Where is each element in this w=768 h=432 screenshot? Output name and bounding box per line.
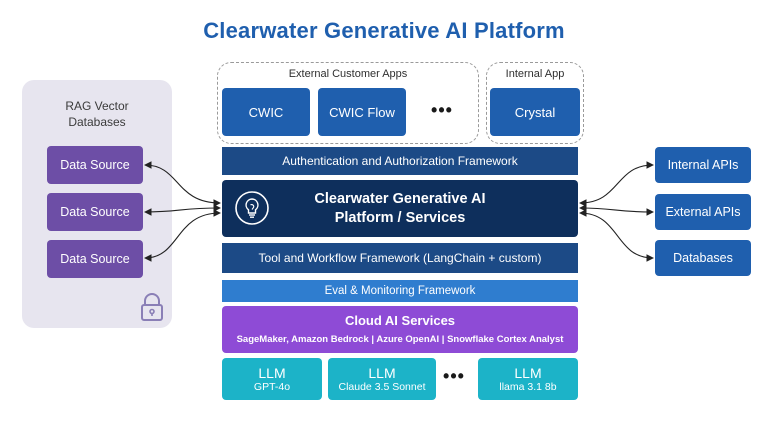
- llm-gpt-4o: LLM GPT-4o: [222, 358, 322, 400]
- rag-title-line1: RAG Vector: [65, 99, 129, 113]
- data-source-1[interactable]: Data Source: [47, 146, 143, 184]
- llm-model: Claude 3.5 Sonnet: [338, 380, 426, 393]
- llm-model: GPT-4o: [253, 380, 291, 393]
- external-apis[interactable]: External APIs: [655, 194, 751, 230]
- cloud-ai-services-providers: SageMaker, Amazon Bedrock | Azure OpenAI…: [236, 334, 564, 345]
- app-cwic-flow[interactable]: CWIC Flow: [318, 88, 406, 136]
- internal-app-label: Internal App: [505, 68, 565, 80]
- llm-title: LLM: [514, 364, 542, 381]
- llm-title: LLM: [258, 364, 286, 381]
- internal-apis[interactable]: Internal APIs: [655, 147, 751, 183]
- app-cwic[interactable]: CWIC: [222, 88, 310, 136]
- cloud-ai-services: [222, 306, 578, 353]
- llm-title: LLM: [368, 364, 396, 381]
- external-apps-group: [217, 62, 479, 144]
- internal-app-group: [486, 62, 584, 144]
- data-source-3[interactable]: Data Source: [47, 240, 143, 278]
- rag-title-line2: Databases: [68, 115, 126, 129]
- rag-panel-title: RAG Vector Databases: [22, 98, 172, 130]
- page-title: Clearwater Generative AI Platform: [203, 18, 565, 43]
- core-platform: Clearwater Generative AI Platform / Serv…: [222, 180, 578, 237]
- core-platform-line1: Clearwater Generative AI: [314, 190, 486, 207]
- cloud-ai-services-title: Cloud AI Services: [344, 313, 456, 328]
- llm-claude: LLM Claude 3.5 Sonnet: [328, 358, 436, 400]
- llm-llama: LLM llama 3.1 8b: [478, 358, 578, 400]
- core-platform-line2: Platform / Services: [334, 209, 466, 226]
- data-source-2[interactable]: Data Source: [47, 193, 143, 231]
- more-llms-ellipsis: •••: [443, 366, 465, 386]
- tool-workflow-framework: Tool and Workflow Framework (LangChain +…: [222, 243, 578, 273]
- eval-monitoring-framework: Eval & Monitoring Framework: [222, 280, 578, 302]
- auth-framework: Authentication and Authorization Framewo…: [222, 147, 578, 175]
- llm-model: llama 3.1 8b: [499, 380, 557, 393]
- more-apps-ellipsis: •••: [431, 100, 453, 120]
- lock-icon: [141, 293, 163, 321]
- external-apps-label: External Customer Apps: [288, 68, 408, 80]
- app-crystal[interactable]: Crystal: [490, 88, 580, 136]
- databases[interactable]: Databases: [655, 240, 751, 276]
- lightbulb-icon: [235, 191, 269, 225]
